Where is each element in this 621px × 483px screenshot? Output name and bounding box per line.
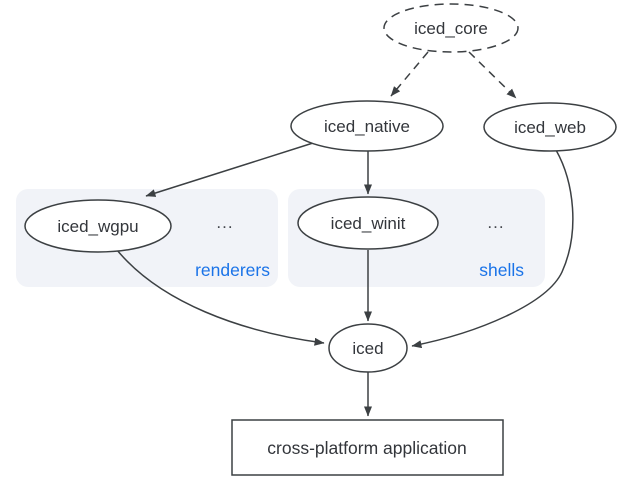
node-iced-core bbox=[383, 3, 519, 53]
node-iced-wgpu-label: iced_wgpu bbox=[57, 217, 138, 236]
node-cross-platform-application bbox=[231, 419, 504, 476]
edge-iced-web-to-iced bbox=[411, 149, 574, 349]
group-shells-label: shells bbox=[479, 260, 524, 280]
node-cross-platform-application-label: cross-platform application bbox=[267, 438, 466, 458]
node-iced-native-label: iced_native bbox=[324, 117, 410, 136]
node-iced-wgpu bbox=[24, 199, 172, 253]
edge-iced-native-to-iced-wgpu bbox=[145, 142, 314, 197]
edge-iced-wgpu-to-iced bbox=[116, 249, 325, 346]
node-iced-winit bbox=[297, 196, 439, 250]
node-iced-label: iced bbox=[352, 339, 383, 358]
node-iced-web-label: iced_web bbox=[514, 118, 586, 137]
group-renderers-label: renderers bbox=[195, 260, 270, 280]
node-iced bbox=[328, 323, 408, 373]
renderers-ellipsis: ... bbox=[216, 213, 233, 232]
node-iced-winit-label: iced_winit bbox=[331, 214, 406, 233]
edge-iced-core-to-iced-native bbox=[390, 51, 429, 97]
node-iced-core-label: iced_core bbox=[414, 19, 488, 38]
node-iced-web bbox=[483, 102, 617, 152]
node-iced-native bbox=[290, 100, 444, 152]
shells-ellipsis: ... bbox=[487, 213, 504, 232]
edge-iced-core-to-iced-web bbox=[468, 51, 517, 99]
